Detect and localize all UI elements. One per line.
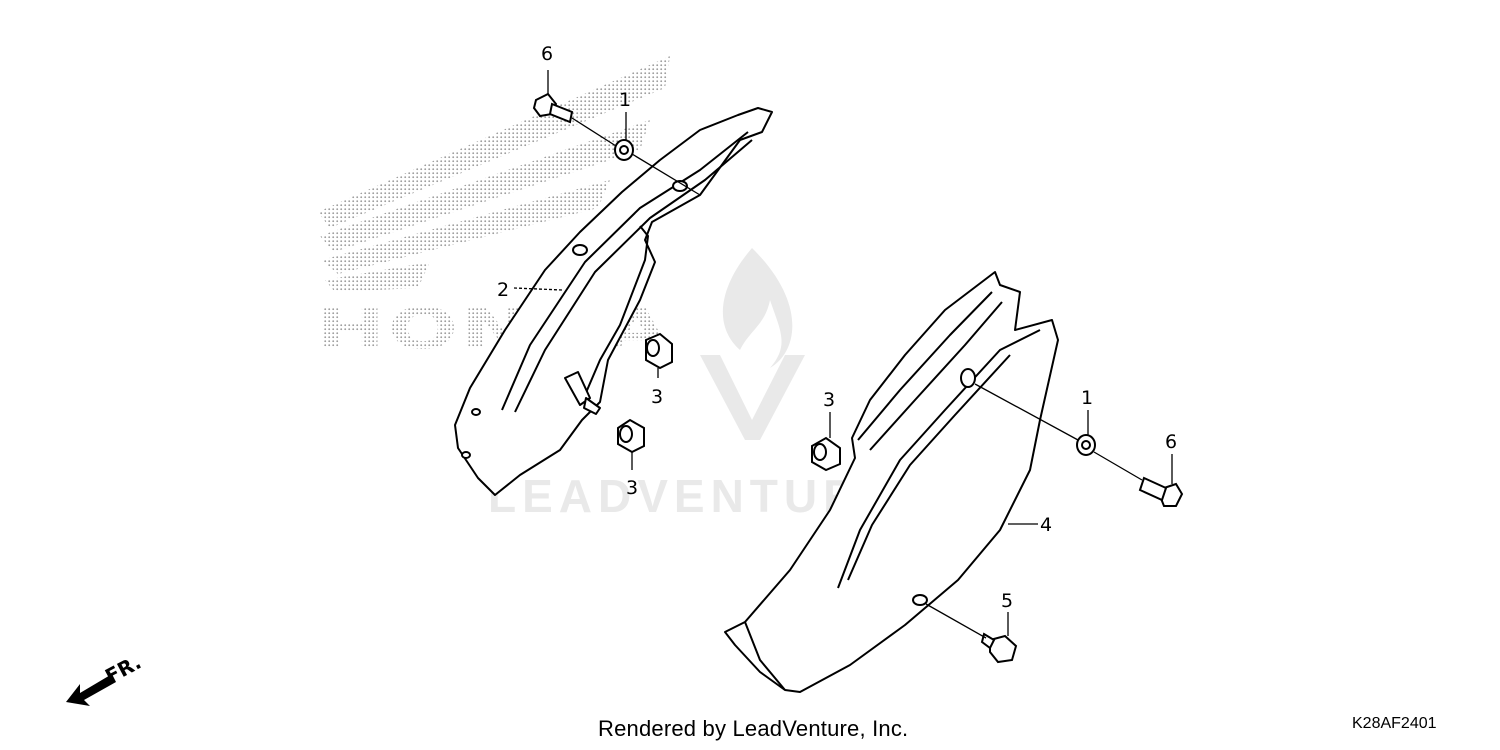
grommet-lower: [1076, 434, 1096, 456]
watermark-text: LEADVENTURE: [488, 470, 899, 522]
callout-c8: 6: [1165, 431, 1177, 453]
callout-c2: 1: [619, 89, 631, 111]
watermark-flame-icon: [722, 248, 793, 368]
callout-c7: 1: [1081, 387, 1093, 409]
screw: [980, 632, 1018, 664]
watermark: LEADVENTURE: [488, 248, 899, 522]
rubber-grommet-c: [811, 436, 841, 472]
callout-c3: 2: [497, 279, 509, 301]
rubber-grommet-a: [645, 332, 673, 370]
front-direction-arrow-icon: FR.: [66, 650, 145, 706]
callout-c10: 5: [1001, 590, 1013, 612]
watermark-v-icon: [700, 355, 805, 440]
leader-lines: [513, 70, 1173, 639]
callout-labels: 6 1 2 3 3 3 1 6 4 5: [497, 43, 1177, 612]
footer-credit: Rendered by LeadVenture, Inc.: [598, 716, 909, 741]
bolt-lower-right: [1138, 476, 1184, 507]
callout-c6: 3: [823, 389, 835, 411]
rubber-grommet-b: [617, 418, 645, 454]
left-side-cover: [454, 107, 773, 496]
callout-c1: 6: [541, 43, 553, 65]
right-side-cover: [724, 271, 1059, 693]
callout-c9: 4: [1040, 514, 1052, 536]
diagram-code: K28AF2401: [1352, 715, 1437, 732]
callout-c5: 3: [626, 477, 638, 499]
callout-c4: 3: [651, 386, 663, 408]
grommet-upper: [614, 139, 634, 161]
